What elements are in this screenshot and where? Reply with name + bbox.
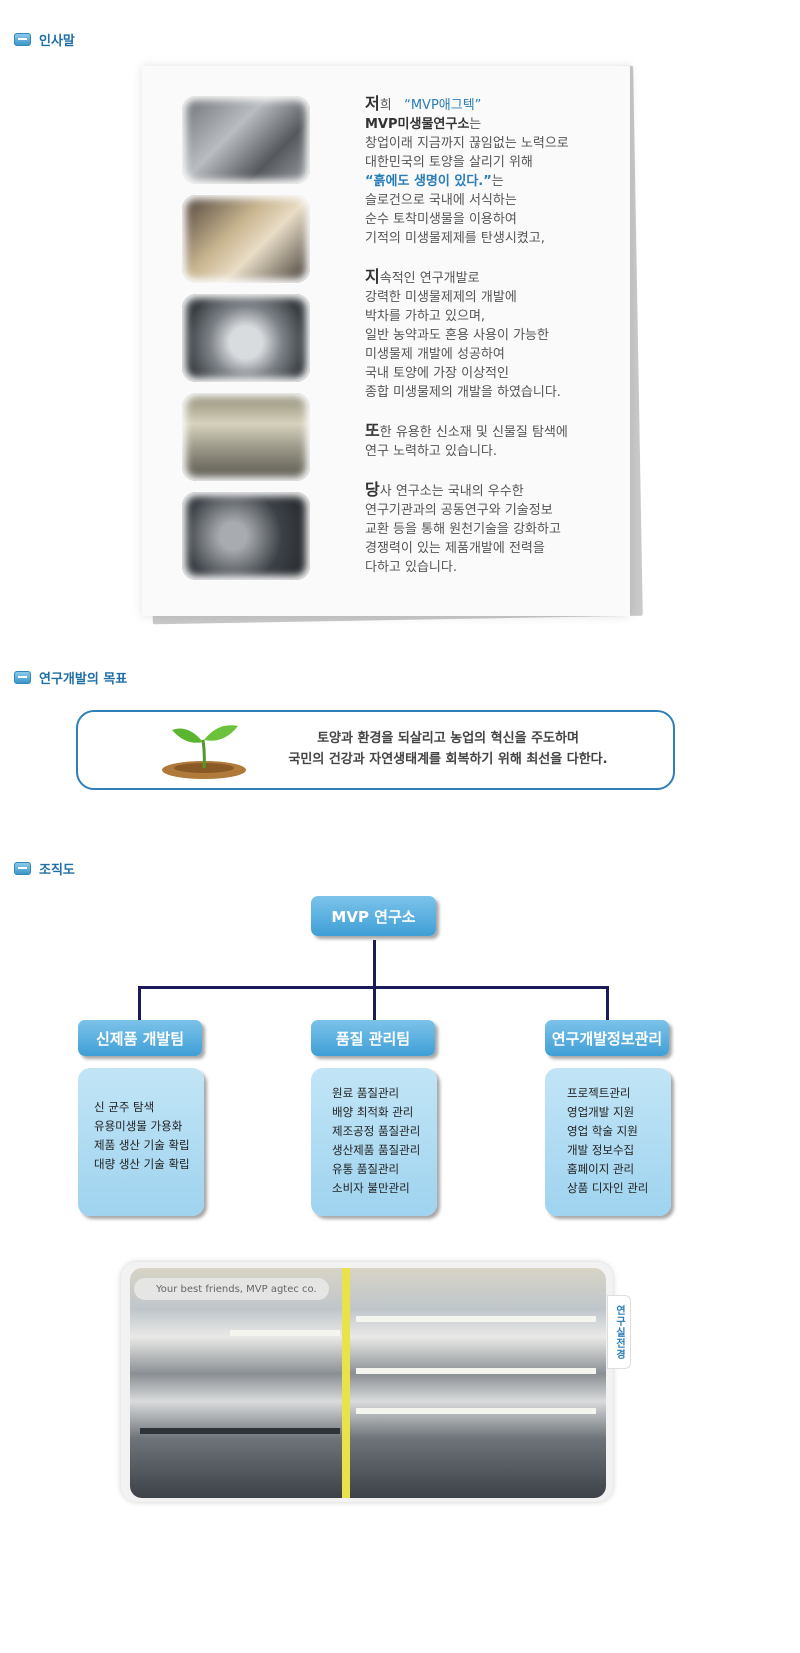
list-item: 영업 학술 지원	[567, 1124, 638, 1138]
minus-box-icon	[14, 862, 31, 875]
greeting-card: 저희 “MVP애그텍” MVP미생물연구소는 창업이래 지금까지 끊임없는 노력…	[142, 66, 630, 616]
lead-char: 지	[365, 267, 380, 286]
minus-box-icon	[14, 33, 31, 46]
greeting-line: 저희 “MVP애그텍”	[365, 94, 625, 115]
shelf	[230, 1330, 340, 1336]
list-item: 영업개발 지원	[567, 1105, 635, 1119]
list-item: 프로젝트관리	[567, 1086, 631, 1100]
list-item: 배양 최적화 관리	[332, 1105, 414, 1119]
greeting-line: “흙에도 생명이 있다.”는	[365, 172, 625, 191]
lab-photo	[182, 492, 310, 580]
lab-photo	[182, 294, 310, 382]
lab-photo	[182, 393, 310, 481]
team-quality: 품질 관리팀	[311, 1020, 435, 1056]
greeting-line: 연구기관과의 공동연구와 기술정보	[365, 503, 553, 518]
list-item: 제품 생산 기술 확립	[94, 1138, 190, 1152]
list-item: 원료 품질관리	[332, 1086, 400, 1100]
list-item: 신 균주 탐색	[94, 1100, 155, 1114]
greeting-line: 기적의 미생물제제를 탄생시켰고,	[365, 231, 545, 246]
section-header-greeting: 인사말	[14, 30, 75, 49]
lab-tab: 연구실전경	[607, 1295, 631, 1369]
greeting-line: 다하고 있습니다.	[365, 560, 457, 575]
bench	[140, 1428, 340, 1434]
greeting-line: 순수 토착미생물을 이용하여	[365, 212, 517, 227]
lab-tab-label: 연구실전경	[613, 1304, 625, 1360]
shelf	[356, 1368, 596, 1374]
greeting-line: 박차를 가하고 있으며,	[365, 309, 486, 324]
goal-text: 토양과 환경을 되살리고 농업의 혁신을 주도하며 국민의 건강과 자연생태계를…	[248, 728, 648, 770]
shelf	[356, 1316, 596, 1322]
shelf	[356, 1408, 596, 1414]
institute-name: MVP미생물연구소	[365, 117, 470, 132]
list-item: 대량 생산 기술 확립	[94, 1157, 190, 1171]
caption-bubble: Your best friends, MVP agtec co.	[134, 1278, 329, 1300]
list-item: 생산제품 품질관리	[332, 1143, 421, 1157]
greeting-line: 경쟁력이 있는 제품개발에 전력을	[365, 541, 545, 556]
list-item: 상품 디자인 관리	[567, 1181, 649, 1195]
list-item: 개발 정보수집	[567, 1143, 635, 1157]
goal-box: 토양과 환경을 되살리고 농업의 혁신을 주도하며 국민의 건강과 자연생태계를…	[76, 710, 675, 790]
list-item: 유용미생물 가용화	[94, 1119, 183, 1133]
greeting-line: 교환 등을 통해 원천기술을 강화하고	[365, 522, 561, 537]
lab-interior-photo: Your best friends, MVP agtec co.	[130, 1268, 606, 1498]
lead-char: 저	[365, 94, 380, 113]
section-header-goal: 연구개발의 목표	[14, 668, 127, 687]
slogan: “흙에도 생명이 있다.”	[365, 174, 492, 189]
photo-column	[182, 96, 312, 591]
greeting-line: 종합 미생물제의 개발을 하였습니다.	[365, 385, 561, 400]
org-connector	[606, 986, 609, 1020]
greeting-line: 강력한 미생물제제의 개발에	[365, 290, 517, 305]
minus-box-icon	[14, 671, 31, 684]
greeting-line: 지속적인 연구개발로	[365, 267, 625, 288]
list-item: 제조공정 품질관리	[332, 1124, 421, 1138]
org-connector	[373, 986, 376, 1020]
section-title: 인사말	[39, 34, 75, 49]
greeting-line: MVP미생물연구소는	[365, 115, 625, 134]
greeting-line: 미생물제 개발에 성공하여	[365, 347, 505, 362]
greeting-line: 국내 토양에 가장 이상적인	[365, 366, 509, 381]
greeting-paragraph: 또한 유용한 신소재 및 신물질 탐색에 연구 노력하고 있습니다.	[365, 421, 625, 461]
greeting-paragraph: 당사 연구소는 국내의 우수한 연구기관과의 공동연구와 기술정보 교환 등을 …	[365, 480, 625, 577]
team-tasks-new-product: 신 균주 탐색 유용미생물 가용화 제품 생산 기술 확립 대량 생산 기술 확…	[78, 1068, 204, 1216]
goal-line: 토양과 환경을 되살리고 농업의 혁신을 주도하며	[317, 731, 579, 746]
text: 는	[469, 117, 482, 132]
org-root: MVP 연구소	[311, 896, 436, 936]
lab-photo	[182, 96, 310, 184]
text: 희	[379, 98, 392, 113]
greeting-paragraph: 지속적인 연구개발로 강력한 미생물제제의 개발에 박차를 가하고 있으며, 일…	[365, 267, 625, 402]
lead-char: 당	[365, 480, 380, 499]
lab-photo	[182, 195, 310, 283]
list-item: 유통 품질관리	[332, 1162, 400, 1176]
list-item: 소비자 불만관리	[332, 1181, 410, 1195]
team-tasks-rnd-info: 프로젝트관리 영업개발 지원 영업 학술 지원 개발 정보수집 홈페이지 관리 …	[545, 1068, 671, 1216]
greeting-line: 슬로건으로 국내에 서식하는	[365, 193, 517, 208]
goal-line: 국민의 건강과 자연생태계를 회복하기 위해 최선을 다한다.	[288, 752, 608, 767]
section-title: 조직도	[39, 863, 75, 878]
greeting-line: 창업이래 지금까지 끊임없는 노력으로	[365, 136, 569, 151]
team-tasks-quality: 원료 품질관리 배양 최적화 관리 제조공정 품질관리 생산제품 품질관리 유통…	[311, 1068, 437, 1216]
text: 는	[491, 174, 504, 189]
team-rnd-info: 연구개발정보관리	[545, 1020, 669, 1056]
section-header-org: 조직도	[14, 859, 75, 878]
greeting-line: 또한 유용한 신소재 및 신물질 탐색에	[365, 421, 625, 442]
greeting-line: 일반 농약과도 혼용 사용이 가능한	[365, 328, 549, 343]
team-new-product: 신제품 개발팀	[78, 1020, 202, 1056]
greeting-paragraph: 저희 “MVP애그텍” MVP미생물연구소는 창업이래 지금까지 끊임없는 노력…	[365, 94, 625, 248]
list-item: 홈페이지 관리	[567, 1162, 635, 1176]
greeting-line: 당사 연구소는 국내의 우수한	[365, 480, 625, 501]
org-connector	[373, 940, 376, 988]
text: 속적인 연구개발로	[379, 271, 480, 286]
lab-photo-frame: Your best friends, MVP agtec co.	[121, 1262, 613, 1502]
greeting-text: 저희 “MVP애그텍” MVP미생물연구소는 창업이래 지금까지 끊임없는 노력…	[365, 94, 625, 596]
greeting-line: 대한민국의 토양을 살리기 위해	[365, 155, 533, 170]
org-connector	[138, 986, 141, 1020]
sprout-icon	[162, 725, 246, 779]
lead-char: 또	[365, 421, 380, 440]
text: 사 연구소는 국내의 우수한	[379, 484, 524, 499]
text: 한 유용한 신소재 및 신물질 탐색에	[379, 425, 568, 440]
section-title: 연구개발의 목표	[39, 672, 128, 687]
greeting-line: 연구 노력하고 있습니다.	[365, 444, 497, 459]
company-name: “MVP애그텍”	[404, 98, 482, 113]
